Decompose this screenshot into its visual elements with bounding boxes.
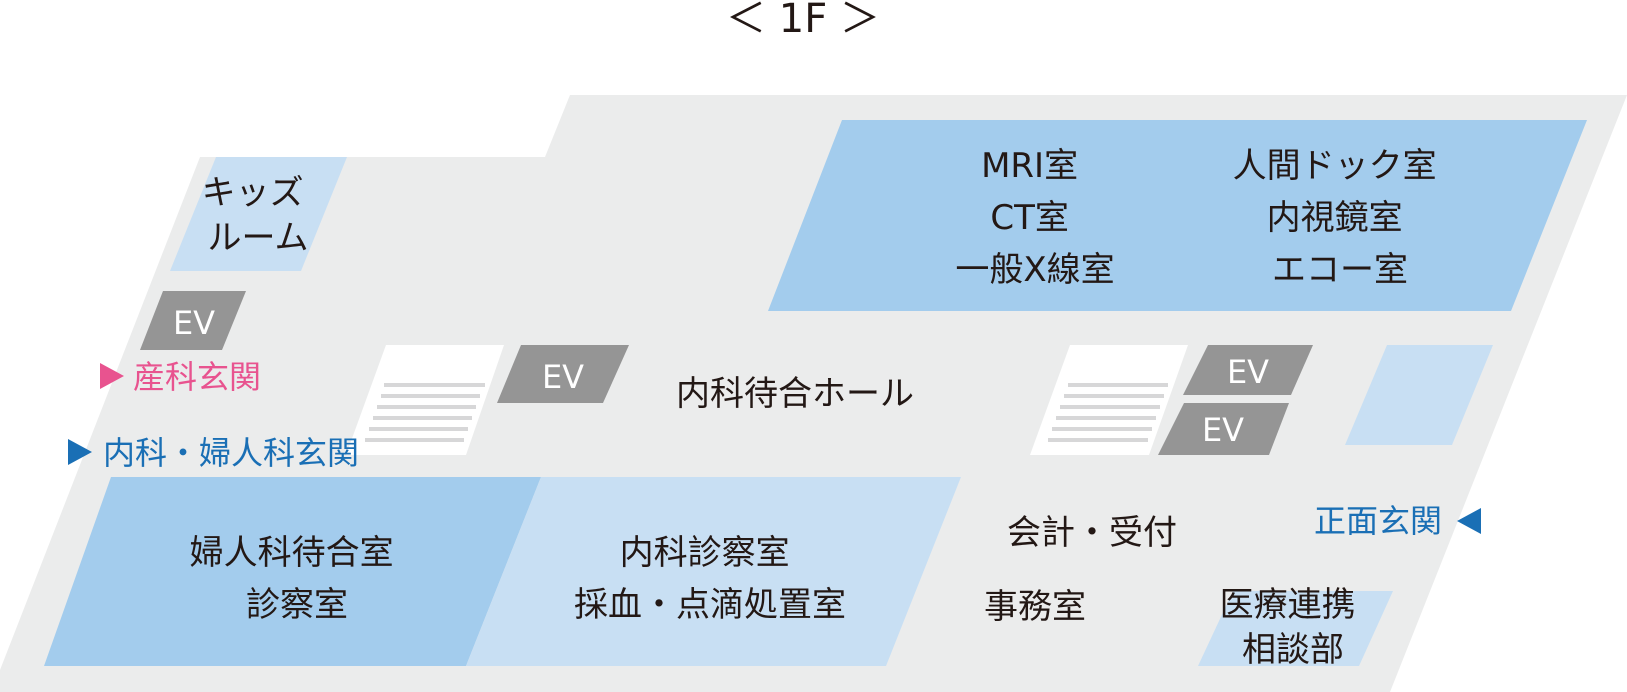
internal-gyn-entrance-label: 内科・婦人科玄関: [103, 434, 359, 472]
main-entrance-arrow: [1457, 508, 1481, 534]
floor-title: ＜ 1F ＞: [726, 0, 880, 42]
internal-exam-room-label: 内科診察室 採血・点滴処置室: [574, 533, 846, 625]
checkup-room-labels: 人間ドック室 内視鏡室 エコー室: [1233, 146, 1448, 290]
reception-label: 会計・受付: [1007, 513, 1177, 553]
internal-exam-room[interactable]: [466, 477, 961, 666]
kids-room[interactable]: [170, 157, 347, 271]
elevator-4-label: EV: [1202, 411, 1244, 449]
utility-room-right[interactable]: [1345, 345, 1493, 445]
stairs-left-steps: [365, 383, 485, 442]
elevator-2-label: EV: [542, 358, 584, 396]
imaging-room-labels: MRI室 CT室 一般X線室: [955, 146, 1114, 290]
elevator-1[interactable]: [140, 291, 246, 350]
elevator-3-label: EV: [1227, 353, 1269, 391]
consultation-room[interactable]: [1198, 591, 1393, 666]
maternity-entrance-arrow: [100, 363, 124, 389]
office-label: 事務室: [984, 587, 1086, 627]
kids-room-label: キッズ ルーム: [202, 173, 315, 258]
maternity-entrance-label: 産科玄関: [133, 358, 261, 396]
gyn-waiting-room-label: 婦人科待合室 診察室: [190, 533, 405, 625]
gyn-waiting-room[interactable]: [44, 477, 541, 666]
elevator-3[interactable]: [1183, 345, 1313, 395]
elevator-4[interactable]: [1158, 403, 1289, 455]
elevator-2[interactable]: [497, 345, 629, 403]
consultation-room-label: 医療連携 相談部: [1220, 585, 1367, 670]
waiting-hall-label: 内科待合ホール: [676, 374, 914, 414]
stairs-right-steps: [1048, 383, 1168, 442]
elevator-1-label: EV: [173, 304, 215, 342]
imaging-checkup-room[interactable]: [768, 120, 1587, 311]
internal-gyn-entrance-arrow: [68, 439, 92, 465]
main-entrance-label: 正面玄関: [1314, 502, 1442, 540]
